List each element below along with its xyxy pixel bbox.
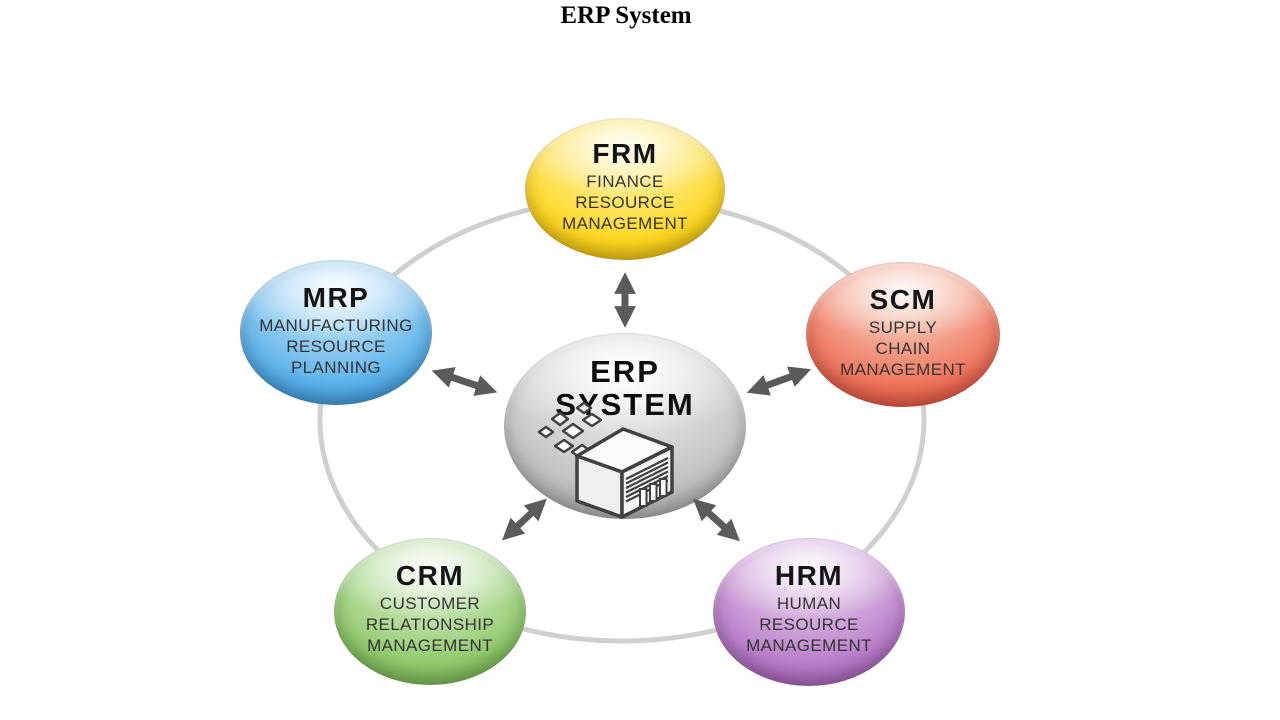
module-hrm-line1: HUMAN (776, 594, 842, 613)
module-frm: FRM FINANCE RESOURCE MANAGEMENT (525, 118, 725, 260)
module-crm-line1: CUSTOMER (379, 594, 481, 613)
module-mrp-line2: RESOURCE (286, 337, 386, 356)
module-mrp-abbr: MRP (302, 282, 370, 313)
arrow-erp-mrp (431, 367, 498, 396)
module-scm-line1: SUPPLY (868, 318, 938, 337)
module-hrm: HRM HUMAN RESOURCE MANAGEMENT (713, 538, 905, 686)
module-frm-line2: RESOURCE (575, 193, 675, 212)
module-crm-line3: MANAGEMENT (367, 636, 493, 655)
hub-line1: ERP (590, 354, 660, 389)
module-crm-line2: RELATIONSHIP (365, 615, 495, 634)
arrow-erp-hrm (692, 498, 741, 542)
module-frm-line3: MANAGEMENT (562, 214, 688, 233)
hub-line2: SYSTEM (555, 387, 695, 422)
module-mrp-line3: PLANNING (290, 358, 382, 377)
module-frm-abbr: FRM (592, 138, 658, 169)
module-crm-abbr: CRM (395, 560, 465, 591)
erp-system-hub: ERP SYSTEM (504, 333, 746, 519)
module-scm-line2: CHAIN (875, 339, 931, 358)
module-hrm-line3: MANAGEMENT (746, 636, 872, 655)
arrow-erp-scm (746, 366, 812, 396)
module-scm-line3: MANAGEMENT (840, 360, 966, 379)
module-scm: SCM SUPPLY CHAIN MANAGEMENT (806, 262, 1000, 407)
arrow-erp-crm (502, 498, 547, 541)
page-title: ERP System (560, 2, 692, 29)
module-mrp: MRP MANUFACTURING RESOURCE PLANNING (240, 260, 432, 405)
module-mrp-line1: MANUFACTURING (259, 316, 413, 335)
module-frm-line1: FINANCE (586, 172, 664, 191)
module-scm-abbr: SCM (869, 284, 937, 315)
module-hrm-line2: RESOURCE (759, 615, 859, 634)
module-crm: CRM CUSTOMER RELATIONSHIP MANAGEMENT (334, 538, 526, 685)
module-hrm-abbr: HRM (774, 560, 844, 591)
